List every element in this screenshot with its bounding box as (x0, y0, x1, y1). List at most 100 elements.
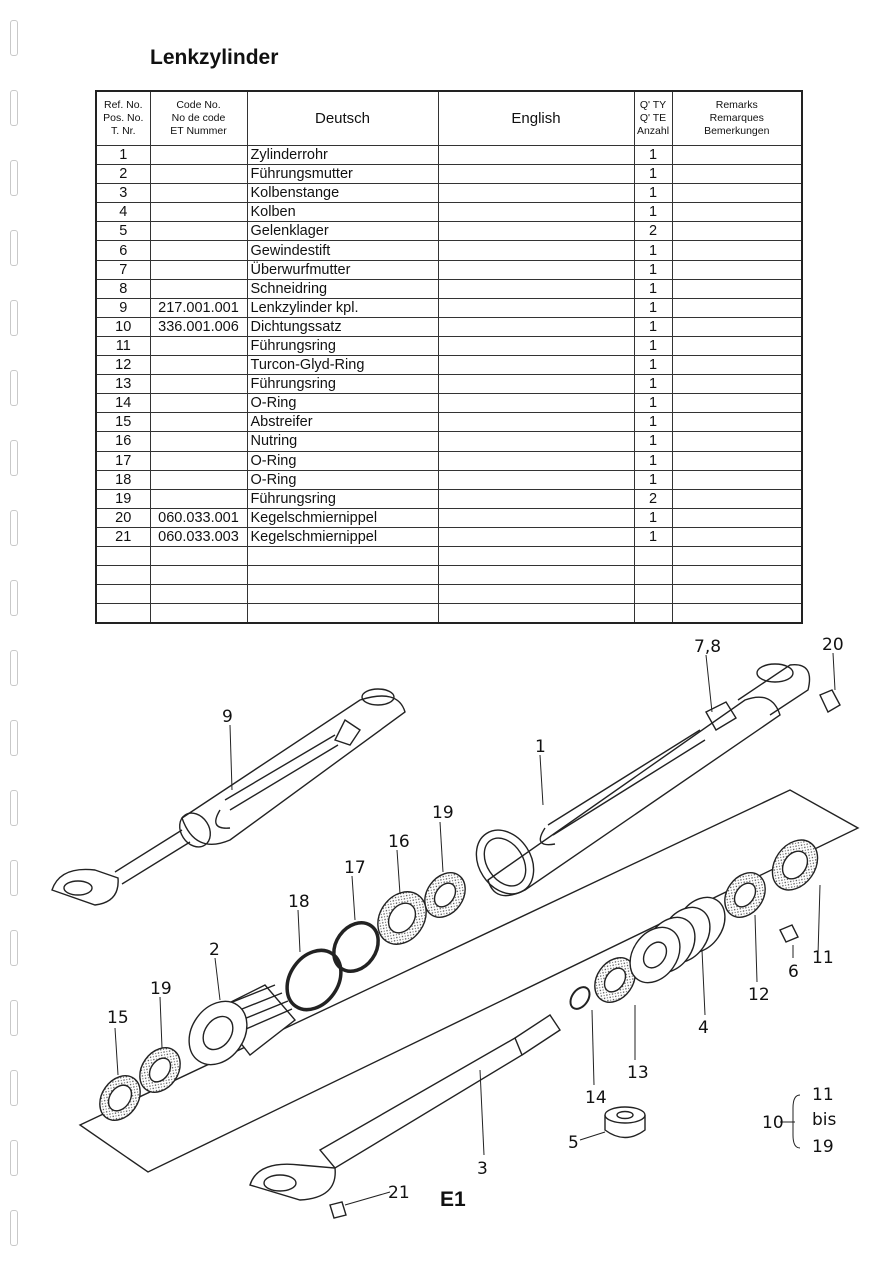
cell-code (149, 603, 248, 624)
callout-4: 4 (698, 1018, 709, 1038)
cell-ref: 17 (95, 450, 151, 471)
cell-ref: 11 (95, 335, 151, 357)
cell-qty (633, 603, 673, 624)
cell-code (149, 164, 248, 185)
cell-ref: 3 (95, 183, 151, 204)
cell-english (437, 259, 635, 280)
cell-code (149, 278, 248, 299)
cell-ref: 14 (95, 393, 151, 414)
cell-ref (95, 584, 151, 605)
cell-remarks (671, 316, 803, 337)
cell-remarks (671, 240, 803, 261)
cell-code (149, 355, 248, 376)
cell-english (437, 374, 635, 395)
cell-english (437, 603, 635, 624)
cell-code: 336.001.006 (149, 316, 248, 337)
parts-table: Ref. No.Pos. No.T. Nr. Code No.No de cod… (95, 90, 803, 625)
cell-qty (633, 584, 673, 605)
cell-deutsch: Kegelschmiernippel (246, 507, 439, 528)
cell-ref: 19 (95, 488, 151, 509)
cell-english (437, 565, 635, 586)
cell-qty: 1 (633, 450, 673, 471)
cell-code: 060.033.003 (149, 526, 248, 547)
callout-21: 21 (388, 1183, 410, 1203)
callout-1: 1 (535, 737, 546, 757)
callout-15: 15 (107, 1008, 129, 1028)
cell-code: 060.033.001 (149, 507, 248, 528)
table-row (95, 545, 803, 567)
cell-qty (633, 545, 673, 567)
cell-deutsch: O-Ring (246, 469, 439, 490)
cell-ref: 13 (95, 374, 151, 395)
cell-deutsch: O-Ring (246, 393, 439, 414)
cell-deutsch (246, 565, 439, 586)
callout-5: 5 (568, 1133, 579, 1153)
cell-qty: 1 (633, 144, 673, 166)
cell-code (149, 144, 248, 166)
cell-ref: 7 (95, 259, 151, 280)
cell-deutsch: Turcon-Glyd-Ring (246, 355, 439, 376)
cell-english (437, 507, 635, 528)
cell-remarks (671, 431, 803, 452)
cell-deutsch: Zylinderrohr (246, 144, 439, 166)
cell-remarks (671, 259, 803, 280)
cell-remarks (671, 412, 803, 433)
cell-english (437, 355, 635, 376)
exploded-outline (78, 789, 860, 1173)
cell-code (149, 584, 248, 605)
cell-qty: 2 (633, 221, 673, 242)
cell-qty: 1 (633, 335, 673, 357)
cell-deutsch (246, 545, 439, 567)
cell-deutsch: Dichtungssatz (246, 316, 439, 337)
cell-code (149, 374, 248, 395)
cell-qty: 1 (633, 297, 673, 318)
cell-deutsch: Kegelschmiernippel (246, 526, 439, 547)
guide-nut-part-2 (188, 984, 297, 1066)
cell-deutsch: Gelenklager (246, 221, 439, 242)
cylinder-tube-part-1 (475, 663, 811, 897)
cell-remarks (671, 335, 803, 357)
cell-code (149, 183, 248, 204)
cell-remarks (671, 202, 803, 223)
cell-code (149, 431, 248, 452)
cell-qty: 1 (633, 431, 673, 452)
cell-english (437, 450, 635, 471)
cell-english (437, 221, 635, 242)
cell-qty: 1 (633, 374, 673, 395)
cell-english (437, 584, 635, 605)
header-deutsch: Deutsch (246, 90, 439, 146)
cell-qty (633, 565, 673, 586)
cell-code (149, 565, 248, 586)
callout-14: 14 (585, 1088, 607, 1108)
cell-qty: 2 (633, 488, 673, 509)
callout-bis: bis (812, 1110, 837, 1130)
cell-ref: 6 (95, 240, 151, 261)
cell-deutsch: Überwurfmutter (246, 259, 439, 280)
cell-english (437, 412, 635, 433)
o-ring-part-14 (569, 986, 591, 1010)
cell-deutsch: Führungsmutter (246, 164, 439, 185)
leader-lines (114, 652, 836, 1206)
cell-qty: 1 (633, 507, 673, 528)
cell-deutsch: Abstreifer (246, 412, 439, 433)
cell-remarks (671, 393, 803, 414)
piston-rod-part-3 (249, 1014, 561, 1201)
cell-ref: 18 (95, 469, 151, 490)
cell-qty: 1 (633, 240, 673, 261)
cell-remarks (671, 355, 803, 376)
callout-19-range: 19 (812, 1137, 834, 1157)
cell-deutsch: Schneidring (246, 278, 439, 299)
